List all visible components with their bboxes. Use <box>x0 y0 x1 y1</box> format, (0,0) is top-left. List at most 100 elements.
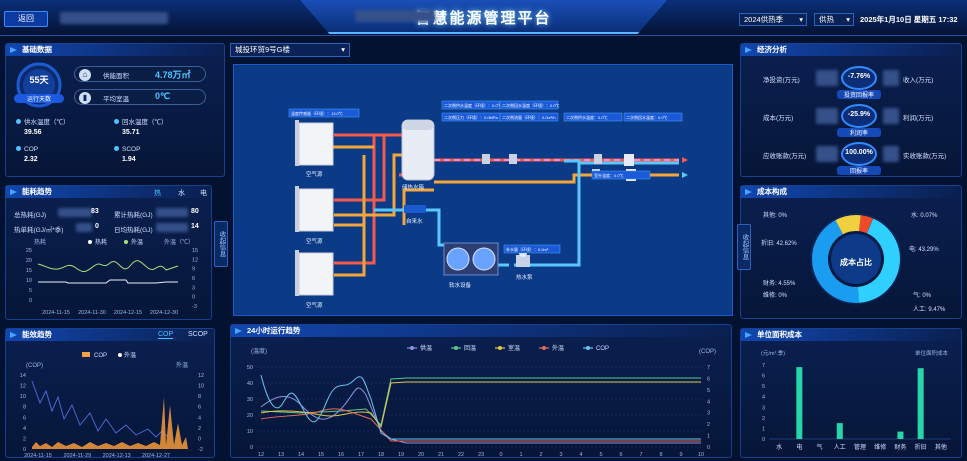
legend-label: COP <box>596 346 609 352</box>
air-source-label-3: 空气源 <box>306 301 323 309</box>
cost-label: 水: 0.07% <box>911 213 938 219</box>
stat-value: 14 <box>191 223 199 230</box>
tab-cop[interactable]: COP <box>158 331 174 339</box>
hot-pipes <box>324 133 679 277</box>
y-label: (元/m².季) <box>761 349 785 357</box>
pump-label: 热水泵 <box>516 273 533 281</box>
legend-cop-swatch <box>82 352 90 357</box>
redacted-title-prefix <box>355 10 435 22</box>
legend-dot <box>454 346 458 350</box>
trend24-title: 24小时运行趋势 <box>231 325 731 337</box>
y-tick: 8 <box>198 394 201 400</box>
tab-water[interactable]: 水 <box>178 190 185 197</box>
x-tick: 1 <box>519 452 522 458</box>
x-tick: 10 <box>698 452 704 458</box>
donut-slice <box>835 215 861 235</box>
y-tick: 25 <box>26 248 32 254</box>
indoor-label: 平均室温 <box>103 96 129 103</box>
econ-left-label: 净投资(万元) <box>763 77 800 84</box>
x-tick: 财务 <box>894 443 906 451</box>
x-tick: 2024-11-30 <box>78 310 106 316</box>
y-tick: 4 <box>198 415 201 421</box>
tag-text: 温度传感器（环境）：13.0℃ <box>291 110 343 116</box>
outdoor-temp-line <box>260 408 701 442</box>
y-left-label: (温度) <box>251 347 267 355</box>
y-tick: 4 <box>707 399 710 405</box>
legend-outdoor: 外温 <box>124 351 136 359</box>
econ-left-label: 应收账款(万元) <box>763 153 807 160</box>
y-tick: 40 <box>247 381 253 387</box>
x-tick: 18 <box>378 452 384 458</box>
redacted-value <box>816 70 838 86</box>
tab-power[interactable]: 电 <box>200 190 207 197</box>
tab-heat[interactable]: 热 <box>154 190 161 197</box>
tag-text: 补水量（环境）：0.0m³ <box>506 246 549 252</box>
energy-title: 能耗趋势 <box>6 186 211 198</box>
y-tick: 9 <box>192 267 195 273</box>
x-tick: 9 <box>679 452 682 458</box>
metric-value: 35.71 <box>122 129 140 136</box>
y-tick: 0 <box>762 437 765 443</box>
tap-water-pipe <box>404 205 426 213</box>
y-tick: 12 <box>198 373 204 379</box>
x-tick: 4 <box>579 452 582 458</box>
y-tick: 6 <box>198 405 201 411</box>
y-right-label: 外温（℃） <box>164 238 194 246</box>
y-tick: 20 <box>26 258 32 264</box>
econ-badge-value: -7.76% <box>847 73 871 80</box>
y-tick: 10 <box>20 394 26 400</box>
mode-select[interactable]: 供热 ▾ <box>814 13 854 26</box>
building-select[interactable]: 城投环贸9号G楼▾ <box>230 43 350 57</box>
collapse-info-tab[interactable]: 收起信息 <box>737 224 751 270</box>
x-tick: 8 <box>659 452 662 458</box>
thermometer-icon: ▮ <box>79 92 91 104</box>
sensor-tags: 温度传感器（环境）：13.0℃ 二次侧供水温度（环境）：0.0℃ 二次侧回水温度… <box>288 100 683 254</box>
econ-badge-label: 投资回报率 <box>837 90 881 99</box>
redacted-value <box>883 108 899 124</box>
y-right-label: (COP) <box>699 349 716 355</box>
y-tick: 30 <box>247 397 253 403</box>
legend-note: 单位面积成本 <box>915 349 949 357</box>
heat-line <box>38 279 178 284</box>
x-tick: 13 <box>278 452 284 458</box>
area-label: 供能面积 <box>103 73 129 80</box>
y-tick: 10 <box>198 384 204 390</box>
tag-text: 室外温度：0.0℃ <box>594 172 624 178</box>
x-tick: 3 <box>559 452 562 458</box>
bar <box>796 367 803 439</box>
diagram-canvas: 空气源 空气源 空气源 储热水箱 自来水 热水泵 温度传感器（环境）：13.0℃ <box>288 100 688 309</box>
back-button[interactable]: 返回 <box>4 11 48 27</box>
overview-panel: 基础数据 55天 运行天数 ⌂ 供能面积 4.78万㎡ ▮ 平均室温 0℃ 供水… <box>5 43 225 177</box>
x-tick: 5 <box>599 452 602 458</box>
tank-label: 储热水箱 <box>402 183 425 191</box>
x-tick: 15 <box>318 452 324 458</box>
y-tick: 20 <box>247 413 253 419</box>
bar <box>836 423 843 439</box>
x-tick: 0 <box>499 452 502 458</box>
metric-value: 2.32 <box>24 156 38 163</box>
collapse-info-tab[interactable]: 收起信息 <box>214 221 228 267</box>
redacted-project-name <box>60 12 168 24</box>
econ-right-label: 利润(万元) <box>903 115 934 122</box>
legend-label: 外温 <box>552 344 564 352</box>
y-tick: 10 <box>26 278 32 284</box>
economic-panel: 经济分析 净投资(万元) -7.76% 投资回报率 收入(万元)成本(万元) -… <box>740 43 962 177</box>
donut-slice <box>812 220 859 303</box>
legend-dot <box>542 346 546 350</box>
y-tick: 3 <box>762 405 765 411</box>
x-tick: 其他 <box>935 443 947 451</box>
softener-label: 软水设备 <box>449 281 472 289</box>
y-right-label: 外温 <box>176 361 188 369</box>
cost-label: 其他: 0% <box>763 213 788 219</box>
y-tick: 0 <box>23 447 26 453</box>
x-tick: 人工 <box>834 444 846 451</box>
bar <box>917 368 924 439</box>
outdoor-temp-line <box>37 260 179 273</box>
y-left-label: (COP) <box>26 363 43 369</box>
season-select[interactable]: 2024供热季 ▾ <box>739 13 807 26</box>
tab-scop[interactable]: SCOP <box>188 331 208 338</box>
y-tick: 6 <box>192 276 195 282</box>
stat-label: 热单耗(GJ/㎡*季) <box>14 227 64 234</box>
cop-line <box>260 374 701 440</box>
y-tick: 5 <box>707 388 710 394</box>
